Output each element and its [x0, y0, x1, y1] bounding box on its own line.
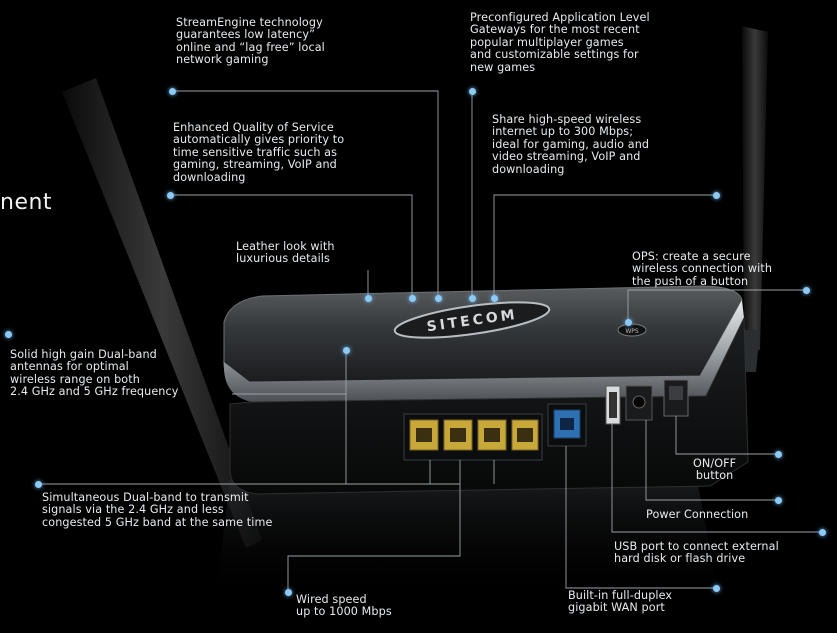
router-reflection — [215, 470, 720, 600]
router-top-panel — [223, 285, 743, 383]
left-antenna — [62, 78, 262, 548]
marker-dot — [775, 497, 782, 504]
right-antenna — [742, 26, 768, 350]
marker-dot — [409, 295, 416, 302]
marker-dot — [803, 287, 810, 294]
lan-ports — [403, 413, 543, 461]
marker-dot — [713, 585, 720, 592]
marker-dot — [5, 331, 12, 338]
marker-dot — [35, 481, 42, 488]
wps-button: WPS — [617, 323, 647, 337]
svg-text:WPS: WPS — [625, 328, 639, 335]
router-front-panel — [229, 317, 749, 495]
leader-lines — [38, 90, 822, 592]
marker-dot — [469, 295, 476, 302]
marker-dot — [169, 88, 176, 95]
wan-port — [547, 403, 587, 447]
marker-dot — [625, 319, 632, 326]
router-silver-trim — [223, 300, 744, 402]
marker-dot — [343, 347, 350, 354]
marker-dot — [365, 295, 372, 302]
marker-dot — [469, 88, 476, 95]
annotation-power: Power Connection — [646, 508, 749, 521]
marker-dot — [285, 589, 292, 596]
marker-dot — [775, 451, 782, 458]
cropped-heading-fragment: nent — [0, 190, 53, 215]
marker-dot — [435, 295, 442, 302]
marker-dot — [713, 192, 720, 199]
marker-dot — [819, 529, 826, 536]
marker-dot — [491, 295, 498, 302]
marker-dot — [167, 192, 174, 199]
